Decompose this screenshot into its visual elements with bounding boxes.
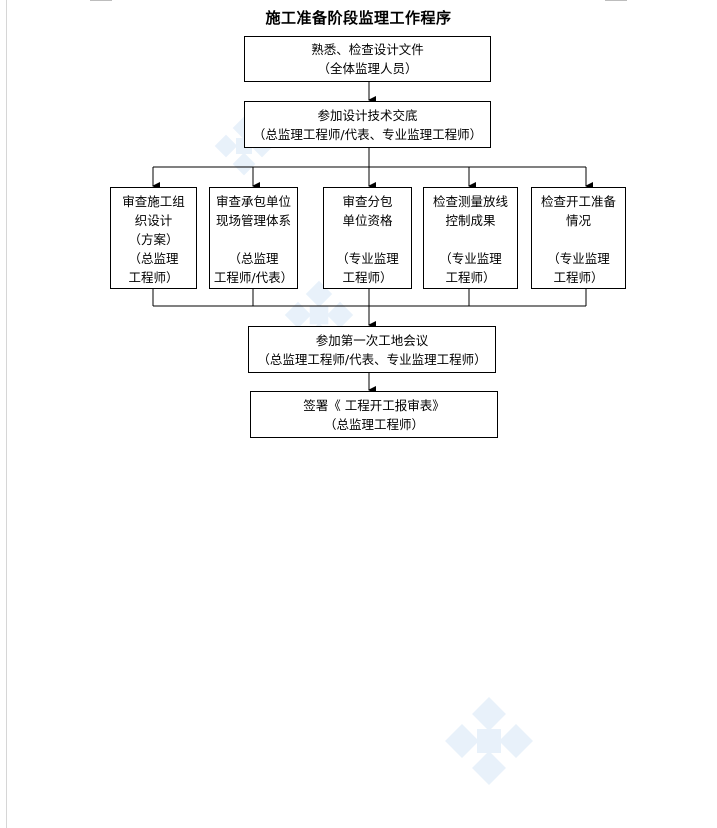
node-label: 检查测量放线: [432, 194, 508, 209]
node-role: 工程师）: [342, 270, 393, 285]
node-review-contractor-system: 审查承包单位 现场管理体系 （总监理 工程师/代表）: [209, 187, 298, 289]
node-role: （专业监理: [439, 251, 502, 266]
node-role: （总监理: [128, 251, 179, 266]
node-role: 工程师）: [128, 270, 179, 285]
node-role: （总监理工程师/代表、专业监理工程师）: [257, 351, 487, 367]
node-review-construction-design: 审查施工组 织设计 （方案） （总监理 工程师）: [110, 187, 197, 289]
node-label: 检查开工准备: [540, 194, 616, 209]
node-role: 工程师）: [445, 270, 496, 285]
watermark-flower-icon: [445, 697, 533, 785]
node-label: 控制成果: [445, 213, 496, 228]
node-check-start-prep: 检查开工准备 情况 （专业监理 工程师）: [531, 187, 626, 289]
node-design-briefing: 参加设计技术交底 （总监理工程师/代表、专业监理工程师）: [244, 101, 491, 148]
node-check-survey: 检查测量放线 控制成果 （专业监理 工程师）: [423, 187, 518, 289]
node-role: 工程师/代表）: [213, 270, 294, 285]
node-role: （全体监理人员）: [317, 61, 418, 76]
node-label: 审查承包单位: [215, 194, 291, 209]
node-label: 审查施工组: [122, 194, 185, 209]
node-role: 工程师）: [553, 270, 604, 285]
node-label: 审查分包: [342, 194, 393, 209]
node-label: 织设计: [134, 213, 173, 228]
page-corner-mark: [90, 0, 112, 5]
node-label: 参加设计技术交底: [317, 107, 418, 123]
page-corner-mark: [605, 0, 627, 5]
node-label: 参加第一次工地会议: [315, 332, 429, 348]
node-label: 熟悉、检查设计文件: [311, 42, 424, 57]
node-role: （专业监理: [547, 251, 610, 266]
node-label: 签署《 工程开工报审表》: [303, 397, 445, 413]
node-label: 现场管理体系: [215, 213, 291, 228]
node-sign-start-report: 签署《 工程开工报审表》 （总监理工程师）: [250, 391, 498, 438]
node-label: （方案）: [128, 232, 179, 247]
node-label: 单位资格: [342, 213, 393, 228]
node-review-subcontractor: 审查分包 单位资格 （专业监理 工程师）: [323, 187, 412, 289]
node-study-design-files: 熟悉、检查设计文件 （全体监理人员）: [244, 36, 491, 82]
node-role: （总监理: [228, 251, 279, 266]
node-label: 情况: [565, 213, 591, 228]
node-role: （总监理工程师）: [323, 416, 424, 432]
node-first-site-meeting: 参加第一次工地会议 （总监理工程师/代表、专业监理工程师）: [248, 326, 496, 373]
node-role: （专业监理: [336, 251, 399, 266]
page-title: 施工准备阶段监理工作程序: [265, 9, 452, 27]
node-role: （总监理工程师/代表、专业监理工程师）: [252, 126, 483, 142]
page-edge: [6, 0, 7, 828]
